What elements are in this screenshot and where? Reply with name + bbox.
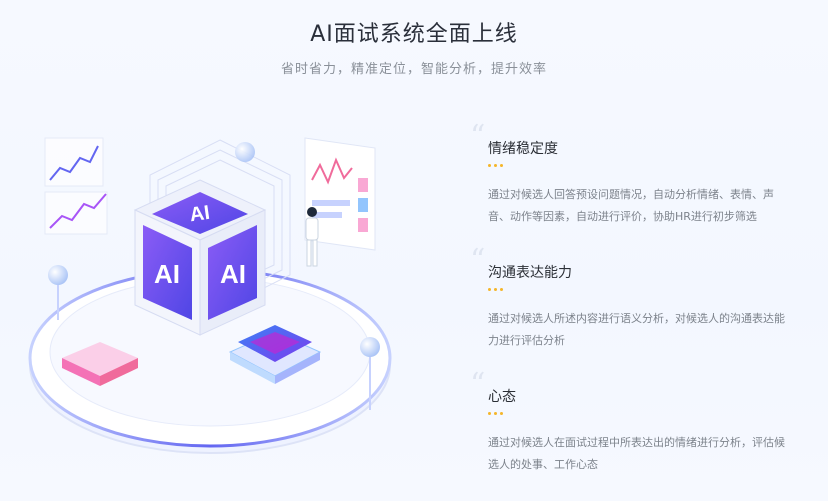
quote-icon: “ (470, 243, 486, 278)
dots-decoration (488, 412, 503, 415)
ai-cube: AI AI AI (133, 179, 267, 336)
pink-block (62, 342, 138, 386)
quote-icon: “ (470, 119, 486, 154)
feature-description: 通过对候选人回答预设问题情况，自动分析情绪、表情、声音、动作等因素，自动进行评价… (488, 188, 774, 223)
ai-cube-illustration: AI AI AI (28, 137, 392, 454)
feature-description: 通过对候选人所述内容进行语义分析，对候选人的沟通表达能力进行评估分析 (488, 312, 785, 347)
page-title: AI面试系统全面上线 (310, 22, 518, 47)
person-figure (305, 207, 319, 267)
orb-left (48, 265, 68, 320)
feature-title: 情绪稳定度 (488, 141, 558, 157)
page-header: AI面试系统全面上线 省时省力，精准定位，智能分析，提升效率 (0, 18, 828, 77)
quote-icon: “ (470, 367, 486, 402)
feature-item: “ 心态 通过对候选人在面试过程中所表达出的情绪进行分析，评估候选人的处事、工作… (470, 370, 800, 500)
processor-chip (228, 325, 322, 384)
feature-title: 沟通表达能力 (488, 265, 572, 281)
dots-decoration (488, 288, 503, 291)
feature-list: “ 情绪稳定度 通过对候选人回答预设问题情况，自动分析情绪、表情、声音、动作等因… (470, 122, 800, 500)
feature-description: 通过对候选人在面试过程中所表达出的情绪进行分析，评估候选人的处事、工作心态 (488, 436, 785, 471)
cube-top-label: AI (188, 202, 211, 227)
cube-left-label: AI (154, 259, 180, 289)
cube-right-label: AI (220, 259, 246, 289)
feature-item: “ 情绪稳定度 通过对候选人回答预设问题情况，自动分析情绪、表情、声音、动作等因… (470, 122, 800, 252)
page-subtitle: 省时省力，精准定位，智能分析，提升效率 (280, 62, 547, 77)
feature-item: “ 沟通表达能力 通过对候选人所述内容进行语义分析，对候选人的沟通表达能力进行评… (470, 246, 800, 376)
line-chart-card-bottom (44, 191, 108, 235)
dots-decoration (488, 164, 503, 167)
dashboard-panel (304, 137, 376, 251)
platform-base (28, 268, 392, 454)
orb-right (360, 337, 380, 410)
orb-top (235, 142, 255, 162)
feature-title: 心态 (488, 389, 516, 405)
line-chart-card-top (44, 137, 104, 187)
